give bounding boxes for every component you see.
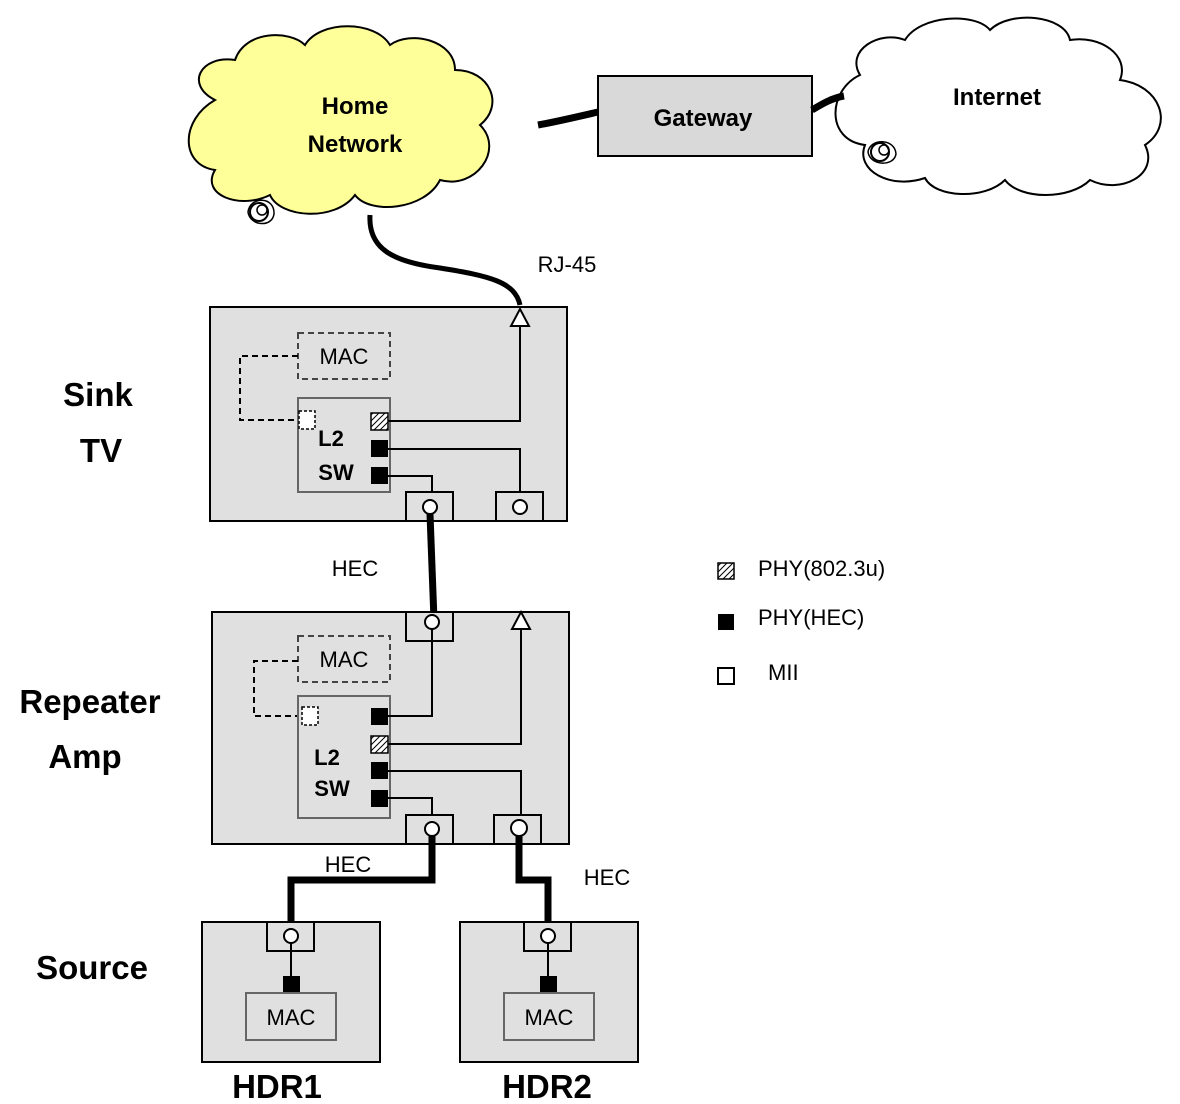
gateway-internet-cable	[810, 92, 845, 114]
legend-phy-hec-swatch	[718, 614, 734, 630]
gateway-label: Gateway	[654, 105, 753, 132]
rj45-cable	[367, 214, 523, 306]
home-network-cloud: Home Network	[187, 25, 494, 225]
sink-tv-phy-hec-2	[371, 467, 388, 484]
repeater-mac	[297, 635, 391, 683]
sink-tv-label-line2: TV	[80, 432, 122, 469]
sink-tv-label-line1: Sink	[63, 376, 133, 413]
svg-text:L2: L2	[318, 426, 344, 451]
home-network-cloud-shape	[187, 25, 494, 215]
home-gateway-cable	[537, 108, 599, 129]
legend-phy-8023u-swatch	[717, 562, 735, 580]
repeater-phy-8023u	[370, 735, 389, 754]
legend-phy-8023u-label: PHY(802.3u)	[758, 556, 885, 581]
hdr1-label: HDR1	[232, 1068, 322, 1104]
hec-cable-repeater-hdr2	[515, 836, 552, 932]
repeater-amp-device: MAC L2 SW	[211, 609, 570, 845]
hec-cable-tv-repeater	[426, 513, 438, 621]
repeater-phy-hec-1	[371, 708, 388, 725]
svg-text:SW: SW	[314, 776, 350, 801]
repeater-label-line1: Repeater	[19, 683, 160, 720]
source-label: Source	[36, 949, 148, 986]
home-network-label-line2: Network	[308, 131, 403, 158]
svg-text:MAC: MAC	[267, 1005, 316, 1030]
internet-cloud: Internet	[834, 16, 1162, 196]
legend-mii-swatch	[717, 667, 735, 685]
repeater-mii	[301, 706, 319, 726]
hec-cable-repeater-hdr1	[287, 836, 436, 932]
sink-tv-phy-8023u	[370, 412, 389, 431]
hdr1-device: MAC	[201, 921, 381, 1063]
sink-tv-device: MAC L2 SW	[209, 306, 568, 522]
hec-label-repeater-hdr1: HEC	[325, 852, 372, 877]
hdr2-phy-hec	[540, 976, 557, 993]
sink-tv-mii	[298, 410, 316, 430]
hdr2-device: MAC	[459, 921, 639, 1063]
hec-label-repeater-hdr2: HEC	[584, 865, 631, 890]
legend: PHY(802.3u) PHY(HEC) MII	[717, 556, 885, 685]
repeater-phy-hec-2	[371, 762, 388, 779]
gateway-box: Gateway	[597, 75, 813, 157]
rj45-label: RJ-45	[538, 252, 597, 277]
repeater-label-line2: Amp	[48, 738, 121, 775]
internet-label: Internet	[953, 84, 1041, 111]
svg-text:MAC: MAC	[525, 1005, 574, 1030]
repeater-phy-hec-3	[371, 790, 388, 807]
hdr1-mac	[245, 992, 337, 1041]
internet-cloud-shape	[834, 16, 1162, 196]
sink-tv-phy-hec-1	[371, 440, 388, 457]
hdr2-label: HDR2	[502, 1068, 592, 1104]
hdr2-mac	[503, 992, 595, 1041]
legend-mii-label: MII	[768, 660, 799, 685]
home-network-label-line1: Home	[322, 93, 389, 120]
svg-text:MAC: MAC	[320, 647, 369, 672]
hdr1-phy-hec	[283, 976, 300, 993]
svg-text:L2: L2	[314, 745, 340, 770]
legend-phy-hec-label: PHY(HEC)	[758, 605, 864, 630]
svg-text:SW: SW	[318, 460, 354, 485]
svg-text:MAC: MAC	[320, 344, 369, 369]
hec-label-tv-repeater: HEC	[332, 556, 379, 581]
